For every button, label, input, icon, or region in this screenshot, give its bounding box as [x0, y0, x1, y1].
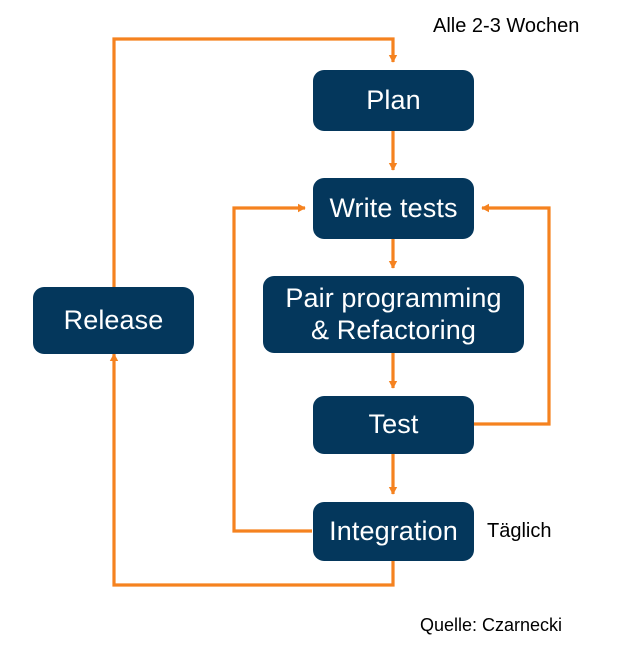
node-write-tests[interactable]: Write tests	[313, 178, 474, 239]
node-write-tests-label: Write tests	[329, 192, 458, 223]
caption-daily-text: Täglich	[487, 520, 552, 542]
node-pair-programming-label-line2: & Refactoring	[311, 314, 476, 345]
edge-release-to-plan	[112, 37, 398, 287]
node-release[interactable]: Release	[33, 287, 194, 354]
caption-cycle-length: Alle 2-3 Wochen	[433, 15, 579, 38]
node-test[interactable]: Test	[313, 396, 474, 454]
node-integration-label: Integration	[329, 515, 458, 546]
node-plan[interactable]: Plan	[313, 70, 474, 131]
node-pair-programming[interactable]: Pair programming & Refactoring	[263, 276, 524, 353]
node-test-label: Test	[368, 409, 419, 440]
edge-integration-to-write-tests	[232, 203, 312, 533]
edge-test-to-write-tests	[474, 203, 551, 426]
caption-source: Quelle: Czarnecki	[420, 615, 562, 636]
node-integration[interactable]: Integration	[313, 502, 474, 561]
node-plan-label: Plan	[366, 84, 421, 115]
caption-daily: Täglich	[487, 520, 551, 543]
node-release-label: Release	[63, 304, 164, 335]
caption-cycle-length-text: Alle 2-3 Wochen	[433, 15, 580, 37]
node-pair-programming-label-line1: Pair programming	[285, 282, 502, 313]
edge-integration-to-release	[109, 353, 395, 587]
caption-source-text: Quelle: Czarnecki	[420, 615, 563, 635]
